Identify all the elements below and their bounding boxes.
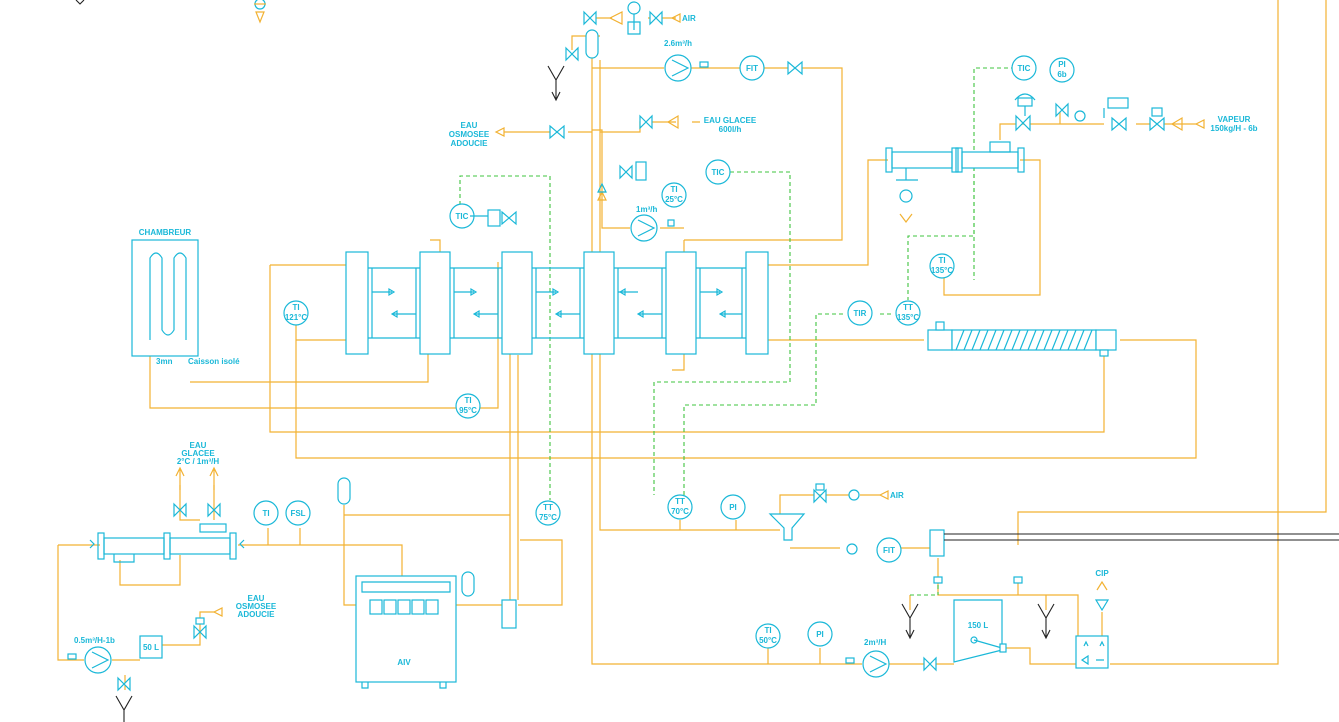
label-chambreur: CHAMBREUR — [139, 228, 192, 237]
label-tt-135: 135°C — [897, 313, 920, 322]
pump-right-bottom — [862, 650, 890, 678]
tank-150l — [929, 529, 1339, 663]
label-ti-50: 50°C — [759, 636, 777, 645]
tag-ti-95: TI — [464, 396, 471, 405]
label-flow-top: 2.6m³/h — [664, 39, 692, 48]
tag-fit-top: FIT — [746, 64, 758, 73]
valve — [193, 624, 207, 640]
valve — [207, 502, 221, 518]
label-eau-glacee-flow: 600l/h — [719, 125, 742, 134]
valve — [173, 502, 187, 518]
label-glacee-left: GLACEE — [181, 449, 215, 458]
chambreur-coil — [131, 239, 199, 357]
label-eau-glacee-top: EAU GLACEE — [704, 116, 757, 125]
valve — [813, 488, 827, 504]
pumps — [67, 54, 890, 678]
tag-tt-70: TT — [675, 497, 685, 506]
label-flow-1m3: 1m³/h — [636, 205, 657, 214]
label-cip: CIP — [1095, 569, 1109, 578]
pump-left-bottom — [84, 646, 112, 674]
valve — [549, 124, 565, 140]
label-eau-osmosee-1: EAU — [461, 121, 478, 130]
valve — [1055, 102, 1069, 118]
valve — [1015, 114, 1031, 132]
label-air-bottom: AIR — [890, 491, 904, 500]
label-3mn: 3mn — [156, 357, 173, 366]
funnel — [768, 513, 806, 541]
label-caisson: Caisson isolé — [188, 357, 240, 366]
tank-50l — [139, 635, 163, 659]
label-aiv: AIV — [397, 658, 411, 667]
tag-ti-135: TI — [938, 256, 945, 265]
label-glacee-spec: 2°C / 1m³/H — [177, 457, 220, 466]
valve — [923, 656, 937, 672]
label-tt-75: 75°C — [539, 513, 557, 522]
valve — [117, 676, 131, 692]
valves — [117, 0, 1165, 692]
label-pi-6b: 6b — [1057, 70, 1066, 79]
label-flow-05m3: 0.5m³/H-1b — [74, 636, 115, 645]
arrows — [175, 3, 1205, 617]
steam-heater — [885, 141, 1025, 203]
tag-pi-bottom: PI — [816, 630, 824, 639]
label-eau-osmosee-2: EAU — [248, 594, 265, 603]
label-adoucie-1: ADOUCIE — [451, 139, 489, 148]
label-air-top: AIR — [682, 14, 696, 23]
label-vapeur-flow: 150kg/H - 6b — [1210, 124, 1257, 133]
label-ti-121: 121°C — [285, 313, 308, 322]
holding-tube — [927, 321, 1117, 357]
bottom-left-exchanger — [89, 523, 245, 563]
tag-fsl: FSL — [290, 509, 305, 518]
drains — [75, 0, 1055, 722]
valve — [787, 60, 803, 76]
tag-pi-middle: PI — [729, 503, 737, 512]
label-osmosee-2: OSMOSEE — [236, 602, 277, 611]
tag-tt-75: TT — [543, 503, 553, 512]
label-vapeur: VAPEUR — [1218, 115, 1251, 124]
valve — [639, 114, 653, 130]
label-ti-135: 135°C — [931, 266, 954, 275]
label-tt-70: 70°C — [671, 507, 689, 516]
valve — [565, 46, 579, 62]
valve — [583, 10, 597, 26]
tag-tic-left: TIC — [456, 212, 469, 221]
tag-tic-middle: TIC — [712, 168, 725, 177]
label-ti-95: 95°C — [459, 406, 477, 415]
tag-tir: TIR — [854, 309, 867, 318]
tag-ti-121: TI — [292, 303, 299, 312]
label-osmosee-1: OSMOSEE — [449, 130, 490, 139]
tag-ti-left: TI — [262, 509, 269, 518]
label-adoucie-2: ADOUCIE — [238, 610, 276, 619]
tag-tt-135: TT — [903, 303, 913, 312]
label-ti-25: 25°C — [665, 195, 683, 204]
valve — [501, 210, 517, 226]
tag-ti-25: TI — [670, 185, 677, 194]
labels: AIR 2.6m³/h FIT EAU OSMOSEE ADOUCIE EAU … — [74, 14, 1258, 667]
plate-heat-exchanger — [345, 251, 769, 355]
valve — [619, 164, 633, 180]
valve — [1149, 116, 1165, 132]
label-eau-glacee-left: EAU — [190, 441, 207, 450]
pump-top — [664, 54, 692, 82]
valve — [1111, 116, 1127, 132]
tag-fit-bottom: FIT — [883, 546, 895, 555]
label-flow-2m3: 2m³/H — [864, 638, 886, 647]
homogenizer — [337, 29, 599, 689]
cip-box — [1075, 635, 1109, 669]
valve — [649, 10, 663, 26]
label-150l: 150 L — [968, 621, 989, 630]
tag-pi-6b: PI — [1058, 60, 1066, 69]
tag-ti-50: TI — [764, 626, 771, 635]
label-50l: 50 L — [143, 643, 159, 652]
pump-middle — [630, 214, 658, 242]
instruments — [253, 55, 1075, 649]
tag-tic-right: TIC — [1018, 64, 1031, 73]
